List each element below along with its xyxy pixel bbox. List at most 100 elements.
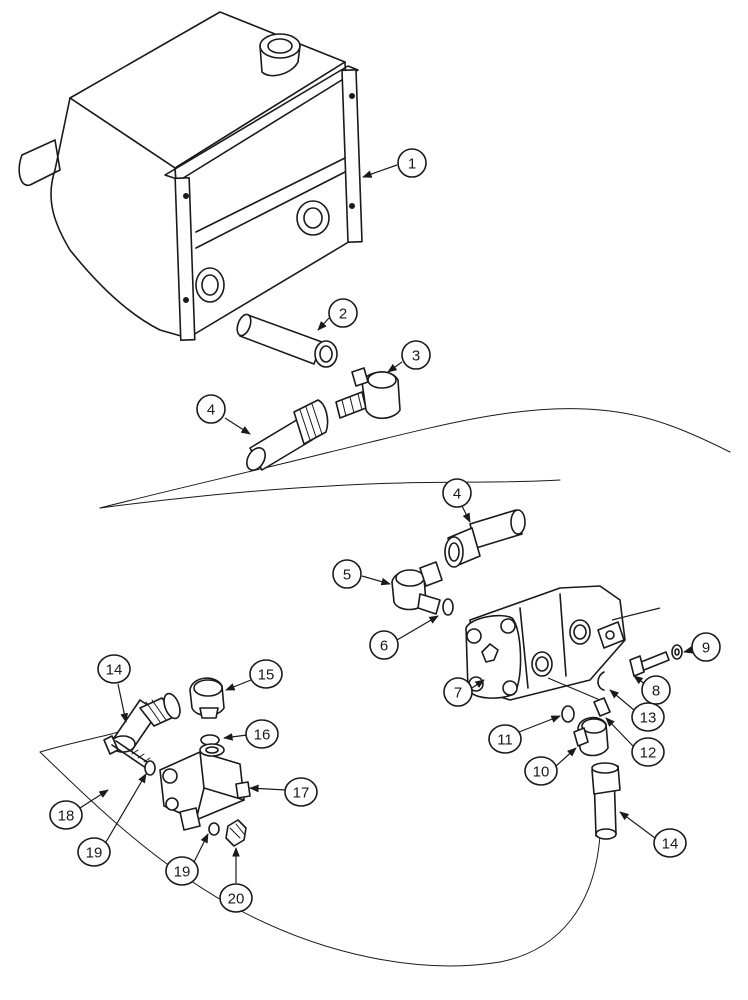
part-10-elbow [573,716,609,757]
callout-leader-arrow [79,789,109,809]
callout-circle [245,719,279,749]
callout-leader-arrow [361,575,391,586]
callout-circle [488,724,522,754]
callout-circle [631,737,665,767]
callout-5: 5 [332,559,391,589]
callout-4: 4 [196,394,251,435]
callout-number: 19 [86,845,103,862]
callout-circle [631,702,665,732]
part-9-washer [671,644,683,660]
callout-8: 8 [633,675,671,705]
callout-leader-arrow [117,683,128,723]
callout-leader-arrow [223,733,248,741]
callout-17: 17 [249,777,318,807]
callout-number: 20 [228,891,245,908]
callout-20: 20 [219,847,253,913]
callout-circle [97,654,131,684]
callout-circle [328,298,358,328]
part-5-elbow [391,561,443,615]
callout-6: 6 [369,615,439,660]
callout-12: 12 [605,717,665,767]
callout-circle [443,677,473,707]
callout-number: 7 [454,685,462,702]
callout-3: 3 [387,340,431,373]
callout-leader-arrow [555,747,577,767]
callout-15: 15 [225,659,283,691]
callout-circle [77,837,111,867]
callout-circle [524,756,558,786]
callout-number: 17 [293,785,310,802]
callout-leader-arrow [249,784,287,793]
part-11-o-ring [561,705,575,723]
callout-number: 18 [58,808,75,825]
callout-14: 14 [97,654,131,723]
callout-number: 3 [412,348,420,365]
callout-leader-arrow [224,417,251,435]
callout-circle [332,559,362,589]
callout-leader-arrow [605,717,634,747]
callout-leader-arrow [396,615,439,641]
callout-leader-arrow [362,164,398,178]
callout-leader-arrow [609,689,635,711]
callout-leader-arrow [471,679,485,689]
callout-leader-arrow [683,646,694,654]
callout-number: 15 [258,667,275,684]
callout-leader-arrow [105,773,147,843]
hydraulic-tank [18,11,363,341]
part-14-hose-right [591,762,621,840]
callout-number: 10 [533,764,550,781]
callout-circle [284,777,318,807]
callout-circle [165,856,199,886]
callout-leader-arrow [193,833,209,863]
callout-leader-arrow [317,317,330,331]
callout-4: 4 [442,478,472,523]
callout-number: 14 [662,836,679,853]
callout-number: 1 [408,156,416,173]
part-19-washer-upper [144,760,156,776]
callout-circle [691,632,721,662]
callout-circle [653,828,687,858]
callout-number: 5 [343,567,351,584]
callout-number: 6 [380,638,388,655]
callout-leader-arrow [461,505,471,523]
callout-number: 13 [640,710,657,727]
part-12-fitting [593,697,611,717]
callout-circle [401,340,431,370]
part-6-o-ring [442,598,454,616]
part-14-hose-left [110,692,181,753]
part-15-elbow [189,677,225,719]
callout-13: 13 [609,689,665,732]
callout-number: 2 [339,306,347,323]
callout-1: 1 [362,148,427,178]
callout-circle [249,659,283,689]
callout-19: 19 [165,833,209,886]
callout-number: 4 [207,402,215,419]
callout-11: 11 [488,715,561,754]
part-18-bolt [103,735,151,769]
part-20-nut [225,819,247,847]
part-8-bolt [629,651,670,677]
callout-circle [397,148,427,178]
callout-16: 16 [223,719,279,749]
part-3-elbow [335,367,401,420]
part-19-washer-lower [208,822,220,836]
callout-19: 19 [77,773,147,867]
callout-number: 9 [702,640,710,657]
callout-circle [219,883,253,913]
part-13-clip [597,671,605,691]
callout-10: 10 [524,747,577,786]
callout-14: 14 [619,811,687,858]
callout-number: 8 [652,683,660,700]
callout-9: 9 [683,632,721,662]
callout-circle [442,478,472,508]
callout-leader-arrow [619,811,656,839]
section-break-curves [39,408,731,967]
part-17-valve [159,743,251,831]
part-4-hose-upper [246,399,329,471]
callout-circle [49,800,83,830]
part-4-hose-lower [444,509,526,568]
callout-number: 16 [254,727,271,744]
part-2-tube [236,313,338,368]
